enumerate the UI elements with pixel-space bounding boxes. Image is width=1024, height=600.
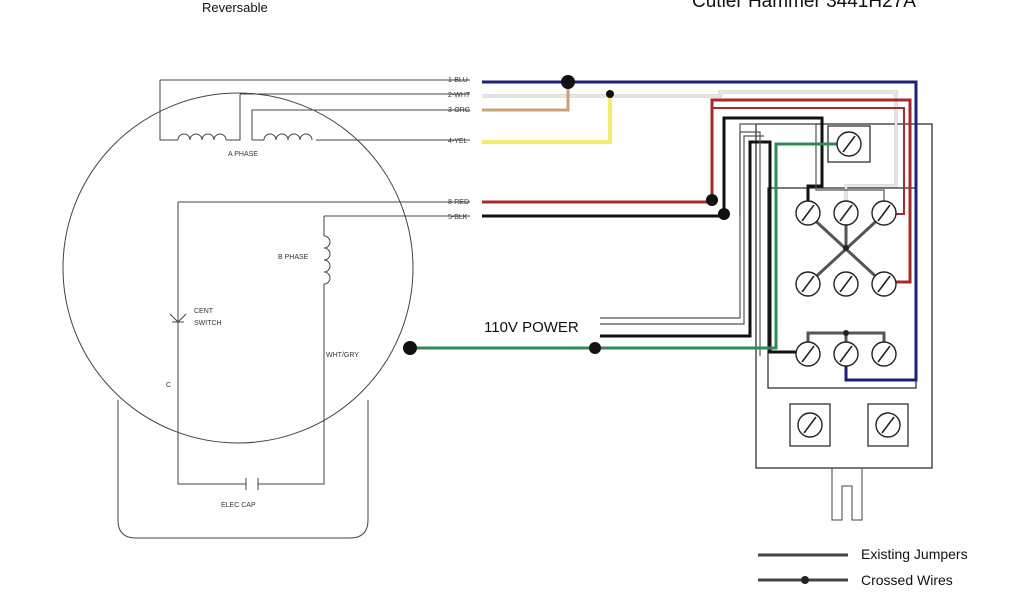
legend-crossed-dot bbox=[801, 576, 809, 584]
screw-r2-1 bbox=[795, 271, 821, 297]
lead-label-5-blk: 5-BLK bbox=[448, 214, 468, 221]
elec-cap-label: ELEC CAP bbox=[221, 502, 256, 509]
lead-label-1-blu: 1-BLU bbox=[448, 77, 468, 84]
screw-r2-2 bbox=[833, 271, 859, 297]
wire-orange bbox=[482, 84, 570, 112]
junction-green-left bbox=[403, 341, 417, 355]
screw-r3-2 bbox=[833, 341, 859, 367]
lead-label-2-wht: 2-WHT bbox=[448, 92, 471, 99]
screw-r1-3 bbox=[871, 200, 897, 226]
diagram-title-right: Cutler Hammer 3441H27A bbox=[692, 0, 916, 12]
wht-gry-label: WHT/GRY bbox=[326, 352, 359, 359]
bus-junction bbox=[843, 245, 849, 251]
junction-blue bbox=[561, 75, 575, 89]
wire-blue bbox=[482, 80, 918, 382]
wire-power-white-2 bbox=[600, 135, 764, 325]
lead-label-3-org: 3-ORG bbox=[448, 107, 470, 114]
diagram-title-left: Reversable bbox=[202, 0, 268, 15]
cent-switch-label-2: SWITCH bbox=[194, 320, 222, 327]
screw-r3-1 bbox=[795, 341, 821, 367]
junction-white bbox=[606, 90, 614, 98]
lead-label-8-red: 8-RED bbox=[448, 199, 469, 206]
legend-crossed-label: Crossed Wires bbox=[861, 572, 953, 588]
b-phase-label: B PHASE bbox=[278, 254, 309, 261]
screw-bottom-right bbox=[875, 412, 901, 438]
legend: Existing Jumpers Crossed Wires bbox=[758, 546, 968, 588]
lead-label-4-yel: 4-YEL bbox=[448, 138, 468, 145]
wire-yellow bbox=[482, 96, 612, 144]
terminal-block bbox=[755, 123, 933, 521]
screw-bottom-left bbox=[797, 412, 823, 438]
power-label: 110V POWER bbox=[484, 319, 579, 336]
screw-top-ground bbox=[836, 131, 862, 157]
wire-red-2 bbox=[711, 107, 905, 215]
a-phase-label: A PHASE bbox=[228, 151, 258, 158]
screw-r3-3 bbox=[871, 341, 897, 367]
motor-outline bbox=[62, 79, 470, 539]
legend-existing-label: Existing Jumpers bbox=[861, 546, 968, 562]
junction-green-mid bbox=[589, 342, 601, 354]
screw-r1-2 bbox=[833, 200, 859, 226]
screw-r1-1 bbox=[795, 200, 821, 226]
junction-red bbox=[706, 194, 718, 206]
bus-junction-bottom bbox=[843, 330, 849, 336]
wire-white-inner bbox=[482, 91, 897, 214]
cent-switch-label-1: CENT bbox=[194, 308, 214, 315]
c-label: C bbox=[166, 382, 171, 389]
wire-red bbox=[482, 98, 912, 284]
screw-r2-3 bbox=[871, 271, 897, 297]
wire-power-white bbox=[600, 131, 761, 356]
junction-black bbox=[718, 208, 730, 220]
